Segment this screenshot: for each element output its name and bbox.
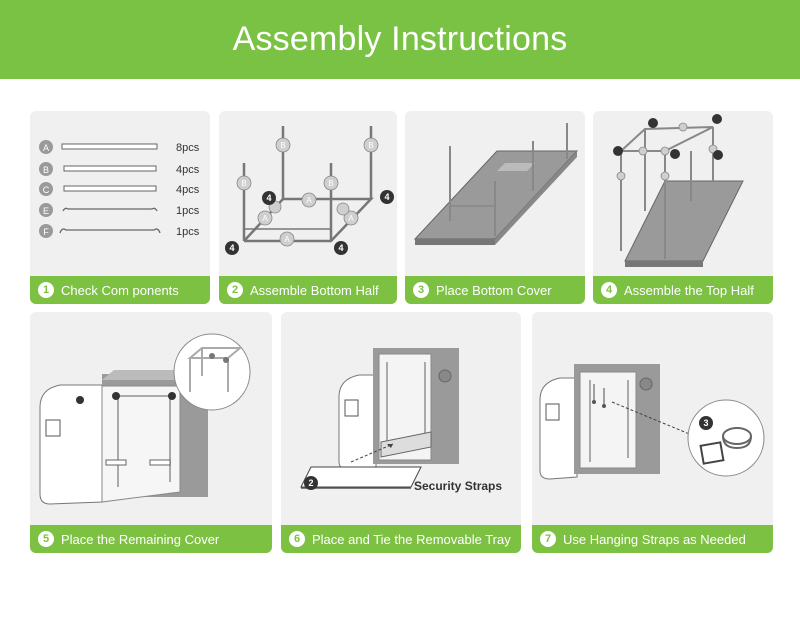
component-row-a: A 8pcs bbox=[39, 140, 200, 154]
svg-text:B: B bbox=[241, 179, 246, 188]
step-caption-7: 7 Use Hanging Straps as Needed bbox=[532, 525, 773, 553]
component-row-f: F 1pcs bbox=[39, 224, 200, 238]
svg-text:B: B bbox=[43, 165, 49, 175]
top-frame-illustration bbox=[613, 114, 744, 267]
svg-text:A: A bbox=[262, 214, 268, 223]
step-label: Place and Tie the Removable Tray bbox=[312, 531, 511, 547]
step-card-4: 4 Assemble the Top Half bbox=[593, 111, 773, 304]
step-number-badge: 2 bbox=[227, 282, 243, 298]
page-title: Assembly Instructions bbox=[232, 20, 568, 58]
step-number-badge: 3 bbox=[413, 282, 429, 298]
svg-text:B: B bbox=[328, 179, 333, 188]
step-caption-4: 4 Assemble the Top Half bbox=[593, 276, 773, 304]
step-label: Use Hanging Straps as Needed bbox=[563, 531, 746, 547]
step-number-badge: 4 bbox=[601, 282, 617, 298]
svg-text:8pcs: 8pcs bbox=[176, 142, 200, 154]
step-label: Assemble Bottom Half bbox=[250, 282, 379, 298]
step-label: Place Bottom Cover bbox=[436, 282, 552, 298]
step-card-2: B B B B A A A A 4 4 4 4 2 Assemble Bottom Half bbox=[219, 111, 397, 304]
svg-text:1pcs: 1pcs bbox=[176, 226, 200, 238]
step-label: Check Com ponents bbox=[61, 282, 179, 298]
svg-text:C: C bbox=[43, 185, 50, 195]
step-caption-3: 3 Place Bottom Cover bbox=[405, 276, 585, 304]
svg-text:4: 4 bbox=[229, 243, 234, 253]
svg-text:A: A bbox=[306, 196, 312, 205]
svg-text:4: 4 bbox=[384, 192, 389, 202]
step-card-3: 3 Place Bottom Cover bbox=[405, 111, 585, 304]
svg-text:A: A bbox=[348, 214, 354, 223]
step-caption-5: 5 Place the Remaining Cover bbox=[30, 525, 272, 553]
svg-text:E: E bbox=[43, 206, 49, 216]
bottom-cover-illustration bbox=[413, 123, 579, 245]
remaining-cover-illustration bbox=[39, 333, 251, 505]
step-label: Place the Remaining Cover bbox=[61, 531, 220, 547]
removable-tray-illustration: 2 Security Straps bbox=[300, 348, 502, 493]
component-row-c: C 4pcs bbox=[39, 182, 200, 196]
step-card-7: 3 7 Use Hanging Straps as Needed bbox=[532, 312, 773, 553]
component-row-e: E 1pcs bbox=[39, 203, 200, 217]
security-straps-label: Security Straps bbox=[414, 479, 502, 493]
step-number-badge: 6 bbox=[289, 531, 305, 547]
step-number-badge: 5 bbox=[38, 531, 54, 547]
step-number-badge: 1 bbox=[38, 282, 54, 298]
step-caption-1: 1 Check Com ponents bbox=[30, 276, 210, 304]
step-caption-2: 2 Assemble Bottom Half bbox=[219, 276, 397, 304]
svg-text:1pcs: 1pcs bbox=[176, 205, 200, 217]
step-card-1: A 8pcs B 4pcs C 4pcs E 1pcs F 1pcs bbox=[30, 111, 210, 304]
svg-text:A: A bbox=[43, 143, 49, 153]
svg-text:A: A bbox=[284, 235, 290, 244]
step-card-6: 2 Security Straps 6 Place and Tie the Re… bbox=[281, 312, 521, 553]
svg-text:4: 4 bbox=[266, 193, 271, 203]
step-caption-6: 6 Place and Tie the Removable Tray bbox=[281, 525, 521, 553]
svg-text:2: 2 bbox=[308, 478, 313, 488]
svg-text:B: B bbox=[280, 141, 285, 150]
components-illustration: A 8pcs B 4pcs C 4pcs E 1pcs F 1pcs bbox=[39, 140, 200, 238]
svg-text:F: F bbox=[43, 227, 49, 237]
hanging-straps-illustration: 3 bbox=[539, 364, 765, 480]
component-row-b: B 4pcs bbox=[39, 162, 200, 176]
step-label: Assemble the Top Half bbox=[624, 282, 754, 298]
svg-text:3: 3 bbox=[703, 418, 708, 428]
svg-text:4pcs: 4pcs bbox=[176, 164, 200, 176]
svg-text:4: 4 bbox=[338, 243, 343, 253]
svg-text:B: B bbox=[368, 141, 373, 150]
step-number-badge: 7 bbox=[540, 531, 556, 547]
svg-text:4pcs: 4pcs bbox=[176, 184, 200, 196]
header-banner: Assembly Instructions bbox=[0, 0, 800, 79]
step-card-5: 5 Place the Remaining Cover bbox=[30, 312, 272, 553]
bottom-frame-illustration: B B B B A A A A 4 4 4 4 bbox=[225, 126, 394, 255]
